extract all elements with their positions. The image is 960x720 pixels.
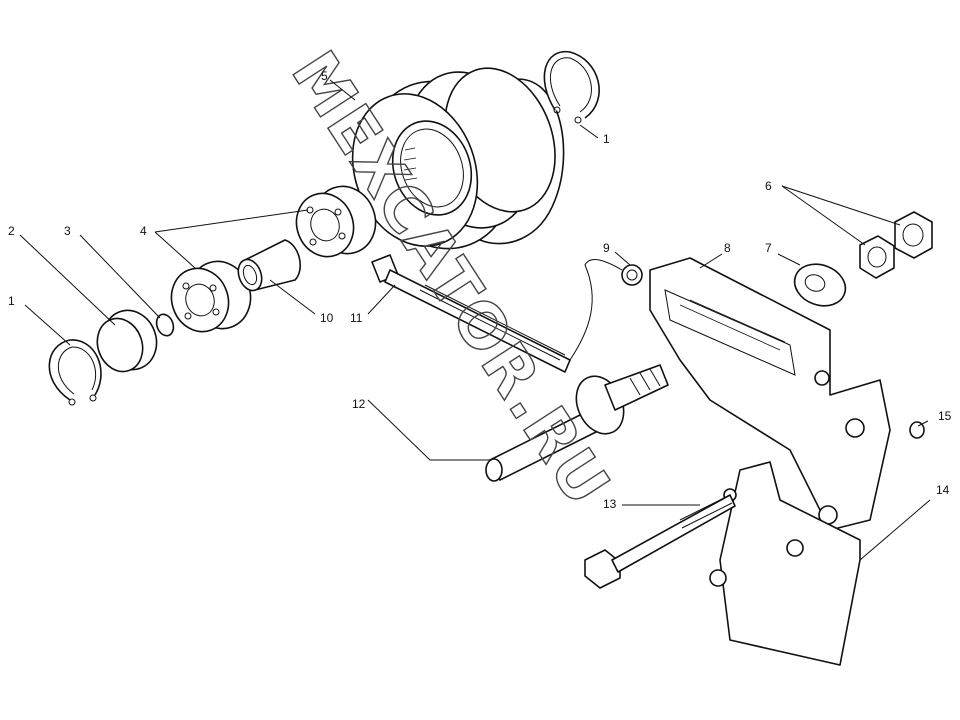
bearing-part-4-upper — [295, 185, 377, 258]
callout-9: 9 — [603, 241, 610, 255]
callout-6: 6 — [765, 179, 772, 193]
axle-part-12 — [485, 364, 669, 482]
spacer-sleeve-part-10 — [237, 239, 301, 292]
callout-14: 14 — [936, 483, 950, 497]
callout-2: 2 — [8, 224, 15, 238]
callout-5: 5 — [321, 69, 328, 83]
callout-1-top: 1 — [603, 132, 610, 146]
callout-7: 7 — [765, 241, 772, 255]
callout-3: 3 — [64, 224, 71, 238]
nut-part-6-left — [859, 235, 895, 279]
nut-part-6-right — [894, 211, 933, 259]
bolt-part-13 — [584, 494, 736, 589]
washer-ring-part-3 — [155, 313, 175, 337]
callout-4: 4 — [140, 224, 147, 238]
snap-ring-part-1-top — [543, 50, 600, 124]
long-bolt-part-11 — [371, 254, 571, 373]
callout-12: 12 — [352, 397, 366, 411]
washer-part-9 — [621, 264, 643, 286]
leader-lines — [19, 79, 931, 561]
washer-part-7 — [793, 263, 847, 307]
bracket-part-8 — [649, 257, 891, 531]
callout-labels: 1 1 2 3 4 5 6 7 8 9 10 11 12 13 14 15 — [8, 69, 952, 511]
callout-13: 13 — [603, 497, 617, 511]
callout-1-left: 1 — [8, 294, 15, 308]
snap-ring-part-1-left — [48, 339, 102, 406]
bearing-part-4-lower — [170, 260, 252, 333]
callout-15: 15 — [938, 409, 952, 423]
callout-11: 11 — [350, 311, 363, 325]
callout-10: 10 — [320, 311, 334, 325]
pulley-part-5 — [351, 67, 565, 250]
callout-8: 8 — [724, 241, 731, 255]
small-washer-part-15 — [909, 421, 925, 439]
seal-part-2 — [96, 309, 158, 373]
